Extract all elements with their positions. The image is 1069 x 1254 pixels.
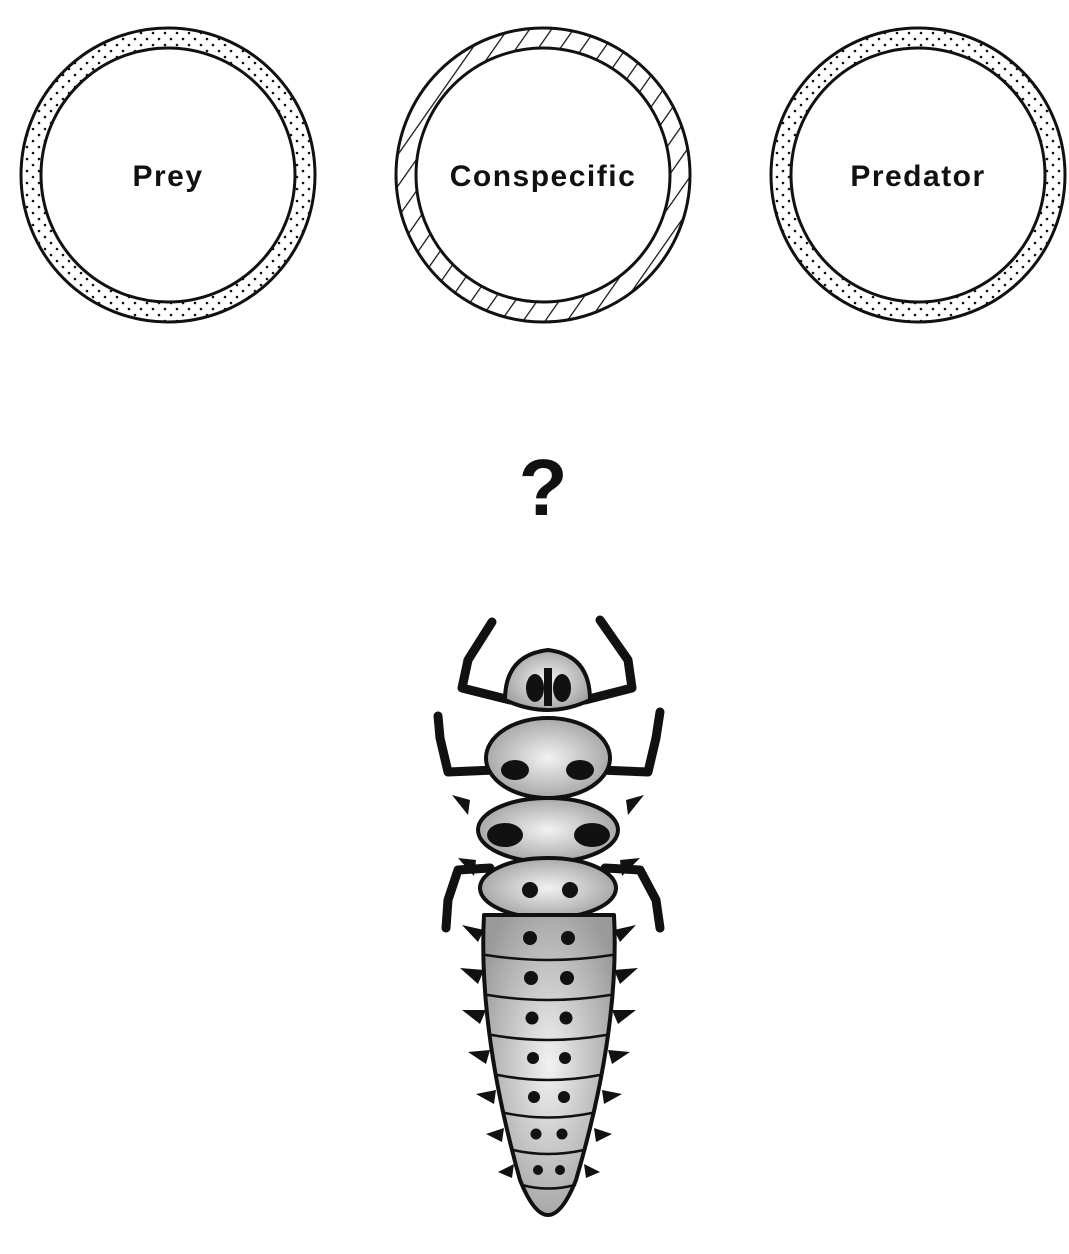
conspecific-label: Conspecific bbox=[450, 160, 637, 193]
conspecific-ring: Conspecific bbox=[396, 28, 690, 322]
question-mark: ? bbox=[519, 443, 568, 532]
prey-ring: Prey bbox=[21, 28, 315, 322]
prey-label: Prey bbox=[132, 160, 203, 193]
thorax-segment-1 bbox=[486, 718, 610, 798]
predator-ring: Predator bbox=[771, 28, 1065, 322]
predator-label: Predator bbox=[850, 160, 985, 193]
thorax-segment-3 bbox=[480, 858, 616, 918]
larva-illustration bbox=[438, 620, 660, 1215]
